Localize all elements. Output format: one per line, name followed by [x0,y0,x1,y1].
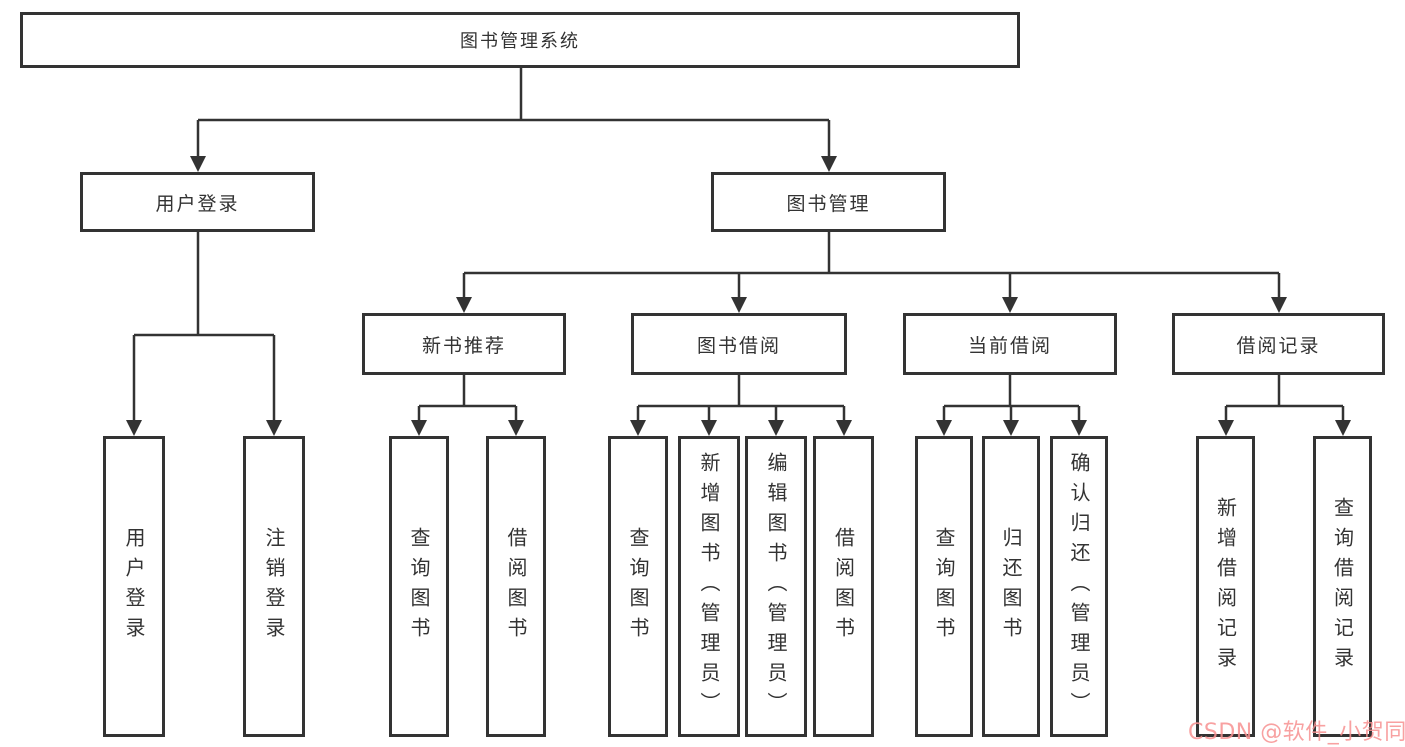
arrowheads-level2 [190,156,837,172]
node-new-book-rec: 新书推荐 [362,313,566,375]
arrowheads-new-book-rec-children [411,420,524,436]
leaf-bb-query-books: 查询图书 [608,436,668,737]
connector-book-borrow-children [636,375,846,421]
arrowheads-book-borrow-children [630,420,852,436]
leaf-bb-edit-books-admin: 编辑图书（管理员） [745,436,807,737]
leaf-bb-borrow-books-label: 借阅图书 [831,526,856,647]
leaf-cb-confirm-return-admin-label: 确认归还（管理员） [1067,451,1091,722]
leaf-logout: 注销登录 [243,436,305,737]
node-root-label: 图书管理系统 [460,31,580,52]
node-user-login-label: 用户登录 [155,192,240,215]
connector-current-borrow-children [942,375,1081,421]
leaf-br-query-record-label: 查询借阅记录 [1330,496,1355,677]
arrowheads-borrow-records-children [1218,420,1351,436]
leaf-bb-add-books-admin: 新增图书（管理员） [678,436,740,737]
node-book-mgmt: 图书管理 [711,172,946,232]
leaf-logout-label: 注销登录 [262,526,286,647]
node-user-login: 用户登录 [80,172,315,232]
node-borrow-records-label: 借阅记录 [1236,334,1321,357]
leaf-rec-query-books-label: 查询图书 [407,526,431,647]
node-new-book-rec-label: 新书推荐 [421,334,506,357]
leaf-cb-return-books: 归还图书 [982,436,1040,737]
leaf-rec-query-books: 查询图书 [389,436,449,737]
connector-root-to-level2 [196,68,831,157]
leaf-cb-query-books: 查询图书 [915,436,973,737]
leaf-br-query-record: 查询借阅记录 [1313,436,1372,737]
arrowheads-user-login-children [126,420,282,436]
node-book-mgmt-label: 图书管理 [786,192,871,215]
leaf-user-login: 用户登录 [103,436,165,737]
connector-book-mgmt-to-level3 [462,232,1281,298]
connector-borrow-records-children [1224,375,1345,421]
leaf-rec-borrow-books-label: 借阅图书 [504,526,528,647]
leaf-cb-query-books-label: 查询图书 [932,526,956,647]
node-current-borrow: 当前借阅 [903,313,1117,375]
leaf-br-add-record: 新增借阅记录 [1196,436,1255,737]
arrowheads-current-borrow-children [936,420,1087,436]
connector-new-book-rec-children [417,375,518,421]
leaf-br-add-record-label: 新增借阅记录 [1213,496,1238,677]
leaf-bb-edit-books-admin-label: 编辑图书（管理员） [764,451,788,722]
node-borrow-records: 借阅记录 [1172,313,1385,375]
node-book-borrow: 图书借阅 [631,313,847,375]
leaf-bb-add-books-admin-label: 新增图书（管理员） [697,451,721,722]
connector-user-login-children [132,232,276,421]
leaf-cb-return-books-label: 归还图书 [999,526,1023,647]
leaf-cb-confirm-return-admin: 确认归还（管理员） [1050,436,1108,737]
csdn-watermark: CSDN @软件_小贺同学 [1188,720,1405,745]
node-current-borrow-label: 当前借阅 [967,334,1052,357]
arrowheads-level3 [456,297,1287,313]
leaf-rec-borrow-books: 借阅图书 [486,436,546,737]
leaf-user-login-label: 用户登录 [122,526,146,647]
leaf-bb-borrow-books: 借阅图书 [813,436,874,737]
node-book-borrow-label: 图书借阅 [696,334,781,357]
node-root: 图书管理系统 [20,12,1020,68]
leaf-bb-query-books-label: 查询图书 [626,526,650,647]
